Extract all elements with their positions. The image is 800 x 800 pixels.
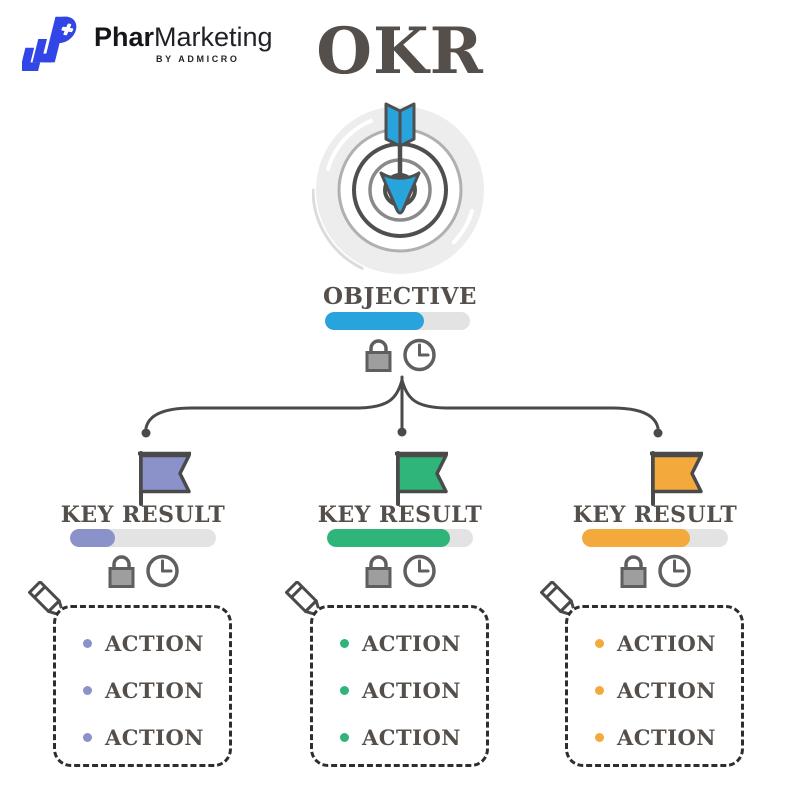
action-item: ACTION [83, 677, 229, 703]
action-label: ACTION [617, 724, 716, 750]
objective-progress-bar [325, 312, 470, 330]
key-result-progress-fill [70, 529, 116, 547]
bullet-dot [340, 685, 349, 695]
action-label: ACTION [105, 724, 204, 750]
lock-icon [106, 552, 137, 593]
key-result-progress-bar [70, 529, 216, 547]
flag-icon [393, 448, 455, 510]
action-item: ACTION [340, 677, 486, 703]
bullet-dot [83, 685, 92, 695]
lock-icon [363, 552, 394, 593]
clock-icon [144, 552, 181, 593]
action-item: ACTION [83, 630, 229, 656]
action-list: ACTION ACTION ACTION [53, 605, 232, 767]
bullet-dot [83, 732, 92, 742]
key-result-progress-bar [582, 529, 728, 547]
action-label: ACTION [617, 677, 716, 703]
bullet-dot [595, 638, 604, 648]
action-item: ACTION [595, 724, 741, 750]
action-label: ACTION [362, 630, 461, 656]
brand-tagline: BY ADMICRO [156, 53, 240, 64]
page-title: OKR [316, 14, 484, 89]
key-result-label: KEY RESULT [317, 502, 483, 528]
flag-icon [648, 448, 710, 510]
clock-icon [656, 552, 693, 593]
branch-connector [130, 374, 675, 446]
objective-status-icons [0, 336, 800, 377]
action-label: ACTION [617, 630, 716, 656]
key-result-label: KEY RESULT [60, 502, 226, 528]
brand-name-bold: Phar [94, 22, 155, 53]
target-icon [311, 98, 489, 280]
action-list: ACTION ACTION ACTION [565, 605, 744, 767]
clock-icon [401, 552, 438, 593]
key-result-status-icons [555, 552, 755, 593]
key-result-label: KEY RESULT [572, 502, 738, 528]
action-item: ACTION [595, 630, 741, 656]
pharmarketing-logo-icon [19, 6, 86, 81]
bullet-dot [595, 685, 604, 695]
action-label: ACTION [362, 677, 461, 703]
key-result-status-icons [300, 552, 500, 593]
flag-icon [136, 448, 198, 510]
action-item: ACTION [340, 630, 486, 656]
objective-label: OBJECTIVE [323, 283, 477, 310]
bullet-dot [83, 638, 92, 648]
lock-icon [363, 336, 394, 377]
action-label: ACTION [362, 724, 461, 750]
bullet-dot [340, 638, 349, 648]
key-result-column-2: KEY RESULT A [284, 448, 500, 788]
key-result-status-icons [43, 552, 243, 593]
action-label: ACTION [105, 677, 204, 703]
key-result-column-3: KEY RESULT A [539, 448, 755, 788]
brand-name: PharMarketing [94, 22, 273, 53]
key-result-progress-fill [327, 529, 450, 547]
lock-icon [618, 552, 649, 593]
key-result-progress-fill [582, 529, 691, 547]
clock-icon [401, 336, 438, 377]
action-label: ACTION [105, 630, 204, 656]
action-item: ACTION [595, 677, 741, 703]
brand-name-regular: Marketing [154, 22, 273, 53]
action-item: ACTION [83, 724, 229, 750]
brand-logo: PharMarketing BY ADMICRO [19, 6, 273, 81]
action-list: ACTION ACTION ACTION [310, 605, 489, 767]
action-item: ACTION [340, 724, 486, 750]
bullet-dot [340, 732, 349, 742]
objective-progress-fill [325, 312, 424, 330]
pencil-icon [536, 580, 588, 637]
key-result-column-1: KEY RESULT A [27, 448, 243, 788]
bullet-dot [595, 732, 604, 742]
key-result-progress-bar [327, 529, 473, 547]
